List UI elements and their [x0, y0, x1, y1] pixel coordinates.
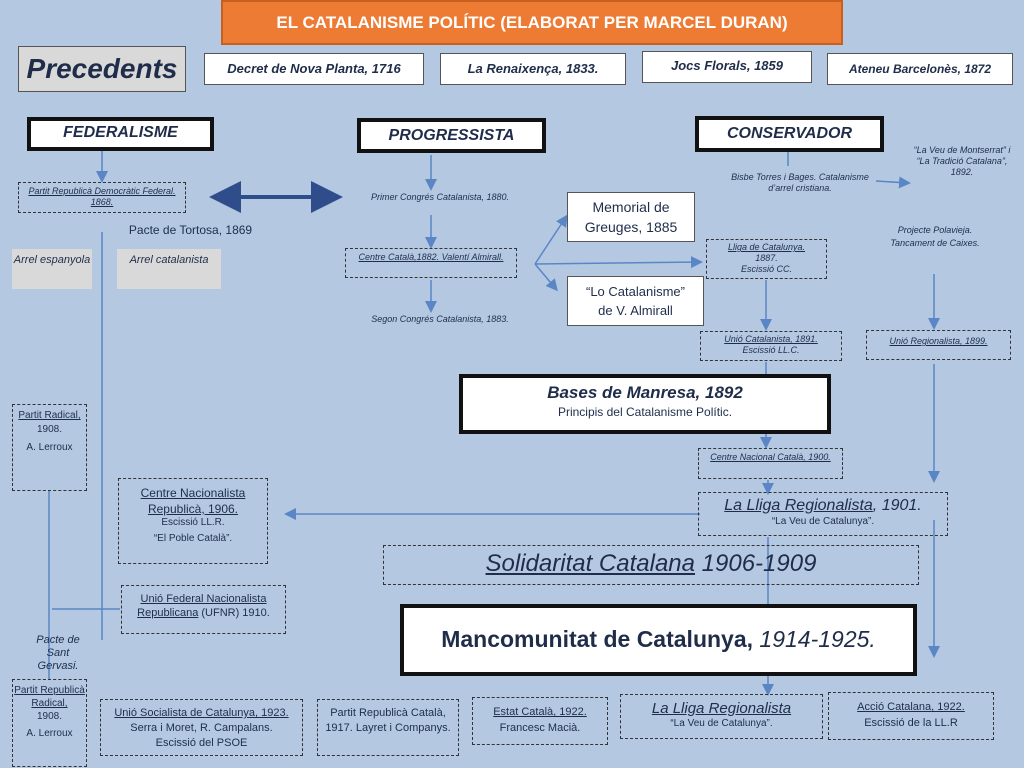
- cnr-name: Centre Nacionalista Republicà, 1906.: [140, 486, 246, 516]
- partit-republica-federal: Partit Republicà Democràtic Federal. 186…: [18, 182, 186, 213]
- unio-socialista-catalunya: Unió Socialista de Catalunya, 1923. Serr…: [100, 699, 303, 756]
- memorial-greuges: Memorial de Greuges, 1885: [567, 192, 695, 242]
- unio-catalanista-escissio: Escissió LL.C.: [742, 345, 800, 355]
- heading-conservador: CONSERVADOR: [695, 116, 884, 152]
- lliga-regionalista-1901: La Lliga Regionalista, 1901. “La Veu de …: [698, 492, 948, 536]
- estat-catala-leader: Francesc Macià.: [499, 722, 581, 734]
- centre-catala: Centre Català,1882. Valentí Almirall.: [345, 248, 517, 278]
- partit-radical-name: Partit Radical,: [18, 410, 81, 421]
- accio-catalana-escissio: Escissió de la LL.R: [864, 717, 958, 729]
- estat-catala: Estat Català, 1922. Francesc Macià.: [472, 697, 608, 745]
- solidaritat-catalana: Solidaritat Catalana 1906-1909: [383, 545, 919, 585]
- bases-manresa-sub: Principis del Catalanisme Polític.: [557, 405, 733, 419]
- partit-radical-1908: Partit Radical, 1908. A. Lerroux: [12, 404, 87, 491]
- precedent-nova-planta: Decret de Nova Planta, 1716: [204, 53, 424, 85]
- lliga-regionalista-name: La Lliga Regionalista: [724, 497, 873, 514]
- partit-republica-radical-year: 1908.: [36, 711, 63, 722]
- bisbe-torres-bages: Bisbe Torres i Bages. Catalanisme d’arre…: [731, 172, 869, 193]
- arrel-catalanista: Arrel catalanista: [117, 249, 221, 289]
- lliga-bottom-name: La Lliga Regionalista: [651, 700, 792, 717]
- projecte-polavieja: Projecte Polavieja. Tancament de Caixes.: [890, 225, 980, 275]
- segon-congres-catalanista: Segon Congrés Catalanista, 1883.: [371, 314, 509, 324]
- usc-people: Serra i Moret, R. Campalans.: [130, 722, 273, 734]
- lliga-regionalista-diari: “La Veu de Catalunya”.: [771, 516, 875, 527]
- partit-republica-radical-name: Partit Republicà Radical,: [14, 685, 85, 709]
- tancament-caixes: Tancament de Caixes.: [890, 238, 980, 248]
- partit-republica-radical-leader: A. Lerroux: [26, 728, 73, 739]
- unio-federal-nacionalista: Unió Federal Nacionalista Republicana (U…: [121, 585, 286, 634]
- pacte-tortosa: Pacte de Tortosa, 1869: [128, 223, 253, 237]
- unio-catalanista: Unió Catalanista, 1891. Escissió LL.C.: [700, 331, 842, 361]
- primer-congres-catalanista: Primer Congrés Catalanista, 1880.: [370, 192, 510, 202]
- usc-escissio: Escissió del PSOE: [155, 737, 248, 749]
- ufnr-name: Unió Federal Nacionalista Republicana: [137, 593, 267, 619]
- mancomunitat-years: 1914-1925.: [753, 626, 876, 652]
- arrel-espanyola: Arrel espanyola: [12, 249, 92, 289]
- lliga-regionalista-year: , 1901.: [872, 497, 922, 514]
- partit-republica-radical: Partit Republicà Radical, 1908. A. Lerro…: [12, 679, 87, 767]
- lliga-catalunya-year: 1887.: [755, 253, 778, 263]
- mancomunitat-catalunya: Mancomunitat de Catalunya, 1914-1925.: [400, 604, 917, 676]
- precedents-label: Precedents: [26, 53, 178, 84]
- lliga-catalunya-escissio: Escissió CC.: [740, 264, 792, 274]
- centre-nacional-catala: Centre Nacional Català, 1900.: [698, 448, 843, 479]
- ufnr-year: (UFNR) 1910.: [198, 607, 270, 619]
- bases-manresa: Bases de Manresa, 1892 Principis del Cat…: [459, 374, 831, 434]
- partit-radical-year: 1908.: [36, 424, 63, 435]
- heading-progressista: PROGRESSISTA: [357, 118, 546, 153]
- solidaritat-years: 1906-1909: [695, 550, 817, 577]
- lliga-catalunya-name: Lliga de Catalunya.: [727, 242, 806, 252]
- precedent-ateneu: Ateneu Barcelonès, 1872: [827, 53, 1013, 85]
- partit-radical-leader: A. Lerroux: [26, 442, 73, 453]
- usc-name: Unió Socialista de Catalunya, 1923.: [114, 707, 289, 719]
- cnr-diari: “El Poble Català”.: [153, 533, 233, 544]
- centre-nacionalista-republica: Centre Nacionalista Republicà, 1906. Esc…: [118, 478, 268, 564]
- pacte-sant-gervasi: Pacte de Sant Gervasi.: [36, 634, 80, 672]
- bases-manresa-title: Bases de Manresa, 1892: [547, 383, 743, 402]
- estat-catala-name: Estat Català, 1922.: [493, 706, 587, 718]
- veu-montserrat: “La Veu de Montserrat” i “La Tradició Ca…: [913, 145, 1011, 177]
- unio-regionalista: Unió Regionalista, 1899.: [866, 330, 1011, 360]
- lo-catalanisme: “Lo Catalanisme” de V. Almirall: [567, 276, 704, 326]
- unio-catalanista-name: Unió Catalanista, 1891.: [724, 334, 818, 344]
- precedents-heading: Precedents: [18, 46, 186, 92]
- accio-catalana: Acció Catalana, 1922. Escissió de la LL.…: [828, 692, 994, 740]
- lliga-bottom-diari: “La Veu de Catalunya”.: [670, 718, 773, 729]
- mancomunitat-name: Mancomunitat de Catalunya,: [441, 626, 754, 652]
- solidaritat-name: Solidaritat Catalana: [485, 550, 695, 577]
- cnr-escissio: Escissió LL.R.: [161, 517, 225, 528]
- lliga-catalunya-1887: Lliga de Catalunya. 1887. Escissió CC.: [706, 239, 827, 279]
- lliga-regionalista-bottom: La Lliga Regionalista “La Veu de Catalun…: [620, 694, 823, 739]
- polavieja-label: Projecte Polavieja.: [897, 225, 973, 235]
- heading-federalisme: FEDERALISME: [27, 117, 214, 151]
- partit-republica-catala: Partit Republicà Català, 1917. Layret i …: [317, 699, 459, 756]
- precedent-renaixenca: La Renaixença, 1833.: [440, 53, 626, 85]
- page-title: EL CATALANISME POLÍTIC (ELABORAT PER MAR…: [221, 0, 843, 45]
- accio-catalana-name: Acció Catalana, 1922.: [857, 701, 965, 713]
- precedent-jocs-florals: Jocs Florals, 1859: [642, 51, 812, 83]
